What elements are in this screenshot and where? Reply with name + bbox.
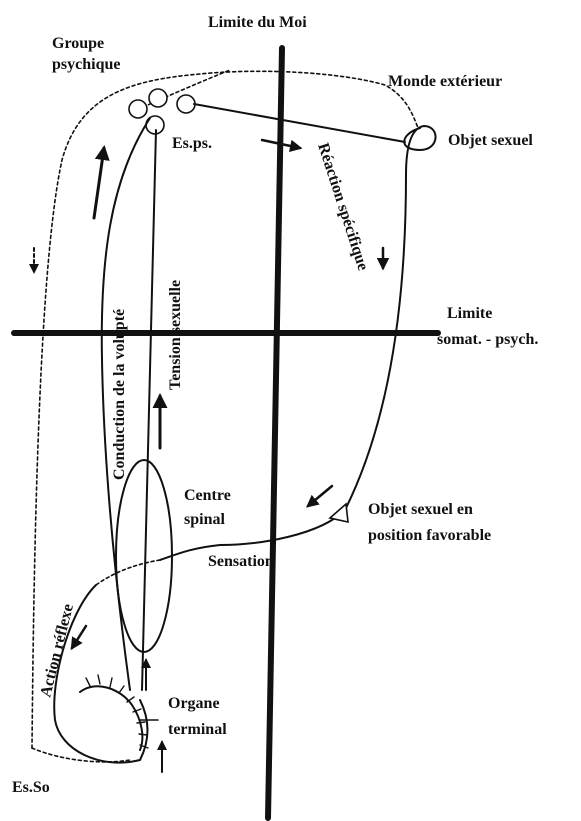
organ-hatch <box>139 744 149 749</box>
specific-reaction-line <box>219 509 346 546</box>
neuron-circle <box>176 94 196 114</box>
label-psychique: psychique <box>52 56 120 73</box>
psychic-to-object-line <box>193 103 406 143</box>
label-objet-sexuel: Objet sexuel <box>448 132 533 149</box>
organ-hatch <box>132 708 142 713</box>
terminal-organ <box>79 674 149 751</box>
label-groupe: Groupe <box>52 35 104 52</box>
label-sensation: Sensation <box>208 553 274 570</box>
label-action-reflexe: Action réflexe <box>37 602 77 699</box>
organ-hatch <box>138 733 148 736</box>
label-esps: Es.ps. <box>172 135 212 152</box>
label-spinal: spinal <box>184 511 225 528</box>
label-esso: Es.So <box>12 779 50 796</box>
terminal-organ-dotted-base <box>31 747 131 763</box>
psychic-group-dotted-loop <box>31 70 419 749</box>
arrow-esps <box>260 138 303 153</box>
ego-boundary-line <box>265 45 285 821</box>
label-limite: Limite <box>447 305 492 322</box>
sexual-tension-line <box>141 129 157 691</box>
neuron-circle <box>148 88 168 108</box>
label-terminal: terminal <box>168 721 227 738</box>
arrow-sensation <box>306 484 334 508</box>
sexual-object-loop <box>344 125 437 511</box>
neuron-cluster <box>128 88 196 135</box>
organ-hatch <box>118 685 125 694</box>
organ-hatch <box>136 721 146 724</box>
sensation-path <box>159 544 221 561</box>
label-monde-exterieur: Monde extérieur <box>388 73 502 90</box>
label-reaction-specifique: Réaction spécifique <box>314 141 371 273</box>
label-limite-moi: Limite du Moi <box>208 14 307 31</box>
label-objet-favorable-2: position favorable <box>368 527 491 544</box>
label-somat-psych: somat. - psych. <box>437 331 538 348</box>
reflex-action-curve <box>53 584 149 764</box>
organ-hatch <box>126 696 135 703</box>
favourable-object-triangle <box>328 502 349 524</box>
terminal-organ-curve <box>79 685 144 751</box>
arrow-reflex <box>70 624 88 651</box>
neuron-circle <box>128 99 148 119</box>
organ-hatch <box>109 677 113 688</box>
sensation-dotted-path <box>95 559 161 586</box>
label-organe: Organe <box>168 695 220 712</box>
label-objet-favorable-1: Objet sexuel en <box>368 501 473 518</box>
arrow-up-conduction <box>92 145 110 220</box>
label-conduction-volupte: Conduction de la volupté <box>111 309 128 480</box>
organ-hatch <box>97 674 101 685</box>
label-centre: Centre <box>184 487 231 504</box>
organ-hatch <box>85 677 91 687</box>
label-tension-sexuelle: Tension sexuelle <box>167 280 184 390</box>
